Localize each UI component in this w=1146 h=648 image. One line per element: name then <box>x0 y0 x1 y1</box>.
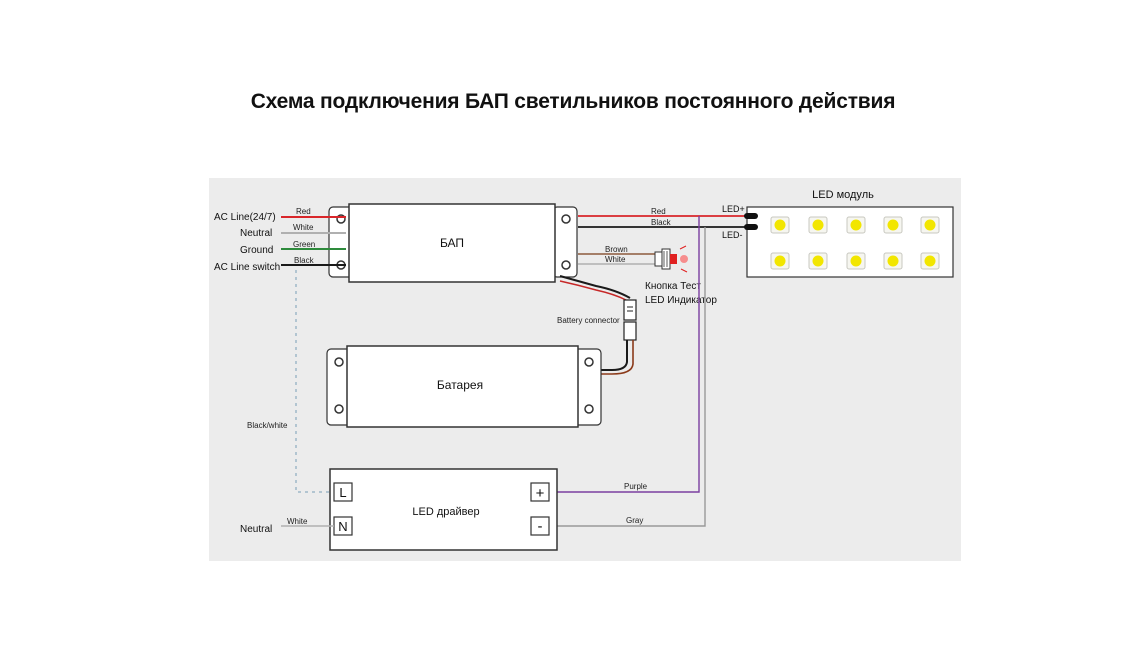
driver-body <box>329 468 558 551</box>
wire-label-black-white: Black/white <box>247 421 288 430</box>
wire-label-white-left: White <box>293 223 314 232</box>
driver-terminal-minus: - <box>538 518 543 535</box>
wire-label-white-right: White <box>605 255 626 264</box>
led-driver: L N + - LED драйвер <box>329 468 558 551</box>
led-chip-emitter <box>850 219 862 231</box>
led-plus-label: LED+ <box>722 204 745 214</box>
bap-screw-hole <box>561 260 571 270</box>
driver-terminal-n: N <box>338 519 347 534</box>
bap-unit: БАП <box>328 203 578 283</box>
battery-unit: Батарея <box>326 345 602 428</box>
wire-label-red-right: Red <box>651 207 666 216</box>
connector-bottom <box>623 321 637 341</box>
driver-neutral-wire: White Neutral <box>240 517 334 535</box>
led-chip-emitter <box>774 219 786 231</box>
bap-screw-hole <box>561 214 571 224</box>
ac-switch-label: AC Line switch <box>214 262 280 273</box>
test-button-wires: Brown White <box>578 245 655 265</box>
led-chip-emitter <box>924 219 936 231</box>
test-button-label: Кнопка Тест <box>645 281 701 292</box>
led-chip-group <box>770 216 940 270</box>
wire-label-black-left: Black <box>294 256 315 265</box>
driver-output-wires: Purple Gray <box>553 216 706 527</box>
led-chip-emitter <box>812 219 824 231</box>
led-chip-emitter <box>924 255 936 267</box>
bap-body <box>348 203 556 283</box>
input-wires: Red White Green Black AC Line(24/7) Neut… <box>214 207 346 273</box>
led-chip-emitter <box>850 255 862 267</box>
led-module-title: LED модуль <box>812 189 874 201</box>
purple-wire <box>553 216 700 493</box>
led-chip-emitter <box>812 255 824 267</box>
ac-line-label: AC Line(24/7) <box>214 212 276 223</box>
led-output-wires: Red Black LED+ LED- <box>578 204 746 240</box>
wire-label-gray: Gray <box>626 516 643 525</box>
driver-terminal-plus: + <box>536 485 545 502</box>
led-minus-label: LED- <box>722 230 743 240</box>
red-led-indicator <box>670 254 677 264</box>
wire-label-red-left: Red <box>296 207 311 216</box>
connector-top <box>623 299 637 321</box>
led-chip-emitter <box>887 255 899 267</box>
driver-terminal-l: L <box>339 485 346 500</box>
led-chip-emitter <box>887 219 899 231</box>
gray-wire <box>553 227 706 527</box>
wire-label-black-right: Black <box>651 218 672 227</box>
led-chip-emitter <box>774 255 786 267</box>
diagram-title: Схема подключения БАП светильников посто… <box>250 90 896 113</box>
battery-label: Батарея <box>437 378 483 392</box>
led-indicator-label: LED Индикатор <box>645 295 717 306</box>
wire-label-white-neutral: White <box>287 517 308 526</box>
bap-label: БАП <box>440 236 464 250</box>
battery-connector-wiring: Battery connector <box>557 275 637 375</box>
battery-connector-label: Battery connector <box>557 316 620 325</box>
neutral-bottom-label: Neutral <box>240 524 272 535</box>
wire-label-brown: Brown <box>605 245 628 254</box>
ground-label: Ground <box>240 245 273 256</box>
black-white-dashed-wire: Black/white <box>247 270 332 493</box>
test-button-indicator: Кнопка Тест LED Индикатор <box>645 245 717 306</box>
neutral-label: Neutral <box>240 228 272 239</box>
driver-label: LED драйвер <box>412 506 479 518</box>
wire-label-purple: Purple <box>624 482 648 491</box>
battery-body <box>346 345 579 428</box>
wire-label-green: Green <box>293 240 315 249</box>
led-module: LED модуль <box>744 189 954 278</box>
